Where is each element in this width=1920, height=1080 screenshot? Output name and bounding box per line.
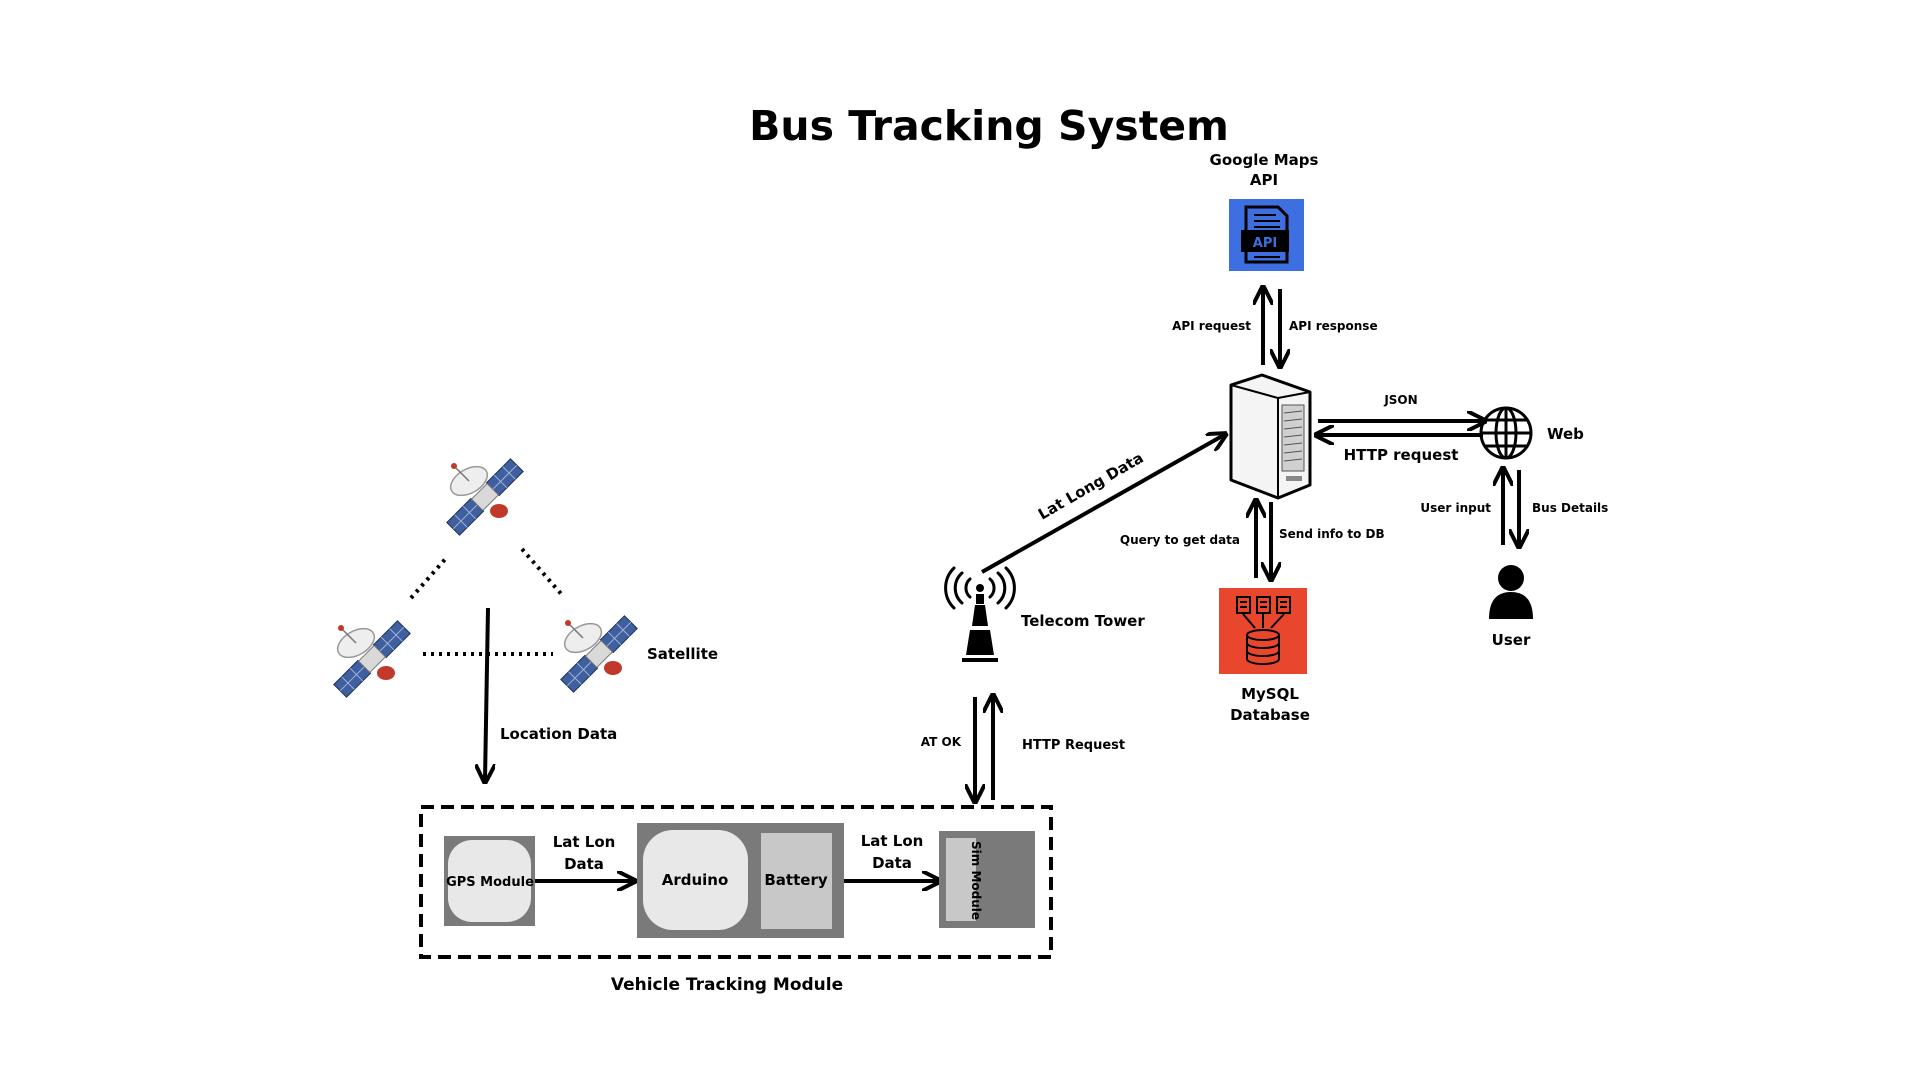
- location-data-arrow: [485, 607, 488, 780]
- mysql-database-label-line2: Database: [1230, 706, 1310, 724]
- http-request-tower-label: HTTP Request: [1022, 738, 1125, 753]
- lat-long-data-arrow: [981, 435, 1224, 574]
- satellite-icon-left: [331, 620, 411, 698]
- http-request-web-label: HTTP request: [1344, 446, 1459, 464]
- user-input-label: User input: [1420, 501, 1491, 515]
- arduino-inner: [643, 830, 748, 930]
- diagram-title: Bus Tracking System: [749, 102, 1229, 150]
- lat-lon-data-2-line1: Lat Lon: [861, 832, 924, 850]
- satellite-icon-right: [558, 615, 638, 693]
- sim-module-inner: [946, 838, 976, 921]
- google-maps-api-label-line2: API: [1250, 171, 1278, 189]
- send-info-to-db-label: Send info to DB: [1279, 527, 1385, 541]
- user-label: User: [1492, 631, 1531, 649]
- gps-module-label: GPS Module: [446, 875, 534, 890]
- at-ok-label: AT OK: [921, 735, 962, 749]
- globe-icon: [1479, 406, 1533, 460]
- vehicle-tracking-module-boundary: [419, 805, 1053, 959]
- sim-module-label: Sim Module: [969, 841, 983, 920]
- satellite-icon-top: [444, 458, 524, 536]
- json-label: JSON: [1383, 393, 1417, 407]
- arduino-label: Arduino: [662, 871, 729, 889]
- lat-lon-data-1-line2: Data: [564, 855, 604, 873]
- vehicle-tracking-module-label: Vehicle Tracking Module: [611, 975, 843, 995]
- api-response-label: API response: [1289, 319, 1378, 333]
- google-maps-api-label-line1: Google Maps: [1210, 151, 1319, 169]
- telecom-tower-label: Telecom Tower: [1021, 612, 1145, 630]
- api-badge-text: API: [1253, 236, 1277, 251]
- battery-label: Battery: [764, 871, 827, 889]
- satellite-link-left: [409, 554, 450, 600]
- location-data-label: Location Data: [500, 725, 617, 743]
- user-icon: [1489, 565, 1533, 619]
- database-icon: [1219, 588, 1307, 674]
- api-document-icon: [1229, 199, 1304, 271]
- server-icon: [1229, 373, 1312, 500]
- gps-module-inner: [448, 840, 531, 922]
- satellite-label: Satellite: [647, 645, 718, 663]
- mysql-database-label-line1: MySQL: [1241, 685, 1299, 703]
- api-request-label: API request: [1172, 319, 1251, 333]
- web-label: Web: [1547, 425, 1584, 443]
- lat-lon-data-2-line2: Data: [872, 854, 912, 872]
- satellite-link-right: [520, 547, 565, 598]
- bus-details-label: Bus Details: [1532, 501, 1608, 515]
- query-to-get-data-label: Query to get data: [1120, 533, 1240, 547]
- lat-lon-data-1-line1: Lat Lon: [553, 833, 616, 851]
- battery-inner: [761, 833, 832, 929]
- telecom-tower-icon: [944, 566, 1016, 662]
